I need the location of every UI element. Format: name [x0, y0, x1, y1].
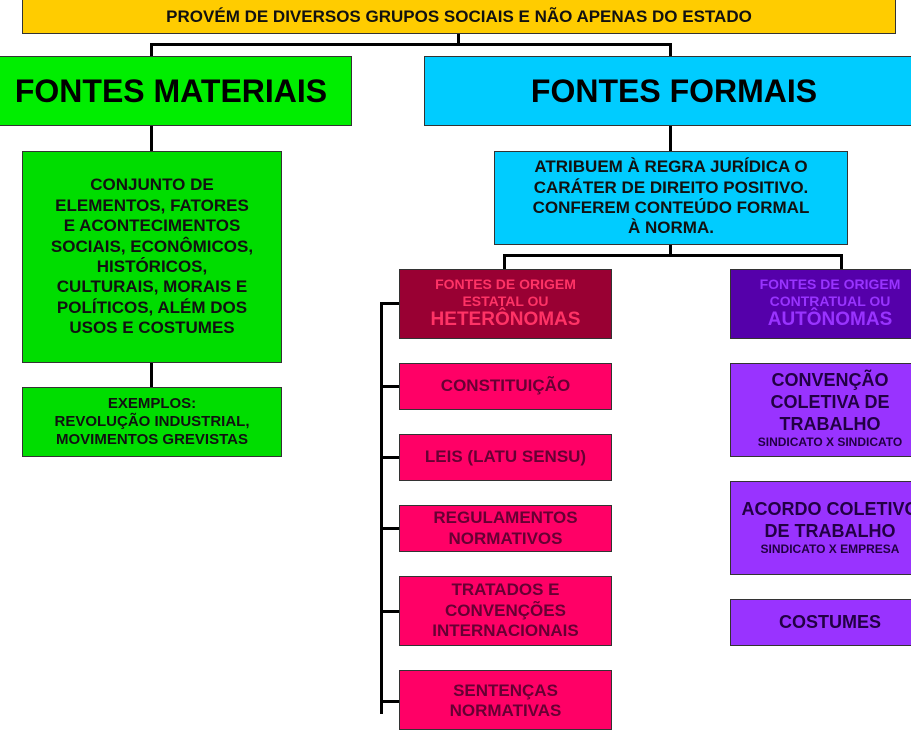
heteronomas-item-sentencas: SENTENÇAS NORMATIVAS [399, 670, 612, 730]
description-line: CONJUNTO DE [90, 175, 214, 195]
heteronomas-item-leis: LEIS (LATU SENSU) [399, 434, 612, 481]
item-line: CONVENÇÕES [445, 600, 566, 620]
heteronomas-title-line: ESTATAL OU [462, 292, 549, 309]
heteronomas-title-box: FONTES DE ORIGEM ESTATAL OU HETERÔNOMAS [399, 269, 612, 339]
connector [669, 245, 672, 255]
fontes-materiais-examples: EXEMPLOS: REVOLUÇÃO INDUSTRIAL, MOVIMENT… [22, 387, 282, 457]
item-line: ACORDO COLETIVO [741, 499, 911, 520]
item-sub: SINDICATO X SINDICATO [757, 435, 903, 450]
connector [150, 43, 672, 46]
connector [840, 254, 843, 270]
description-line: CULTURAIS, MORAIS E [56, 277, 248, 297]
fontes-materiais-title-box: FONTES MATERIAIS [0, 56, 352, 126]
item-line: CONSTITUIÇÃO [440, 376, 571, 396]
connector [503, 254, 843, 257]
connector [380, 456, 400, 459]
connector [503, 254, 506, 270]
fontes-formais-title: FONTES FORMAIS [530, 72, 818, 109]
item-line: CONVENÇÃO [771, 370, 889, 391]
fontes-materiais-title: FONTES MATERIAIS [14, 72, 328, 109]
item-line: REGULAMENTOS [433, 508, 578, 528]
description-line: CARÁTER DE DIREITO POSITIVO. [533, 177, 809, 197]
autonomas-title-line: CONTRATUAL OU [769, 292, 891, 309]
examples-line: MOVIMENTOS GREVISTAS [56, 431, 248, 448]
description-line: USOS E COSTUMES [69, 318, 235, 338]
connector [380, 302, 400, 305]
item-sub: SINDICATO X EMPRESA [760, 542, 900, 557]
connector [669, 43, 672, 57]
description-line: HISTÓRICOS, [96, 257, 208, 276]
item-line: SENTENÇAS [453, 681, 558, 700]
examples-line: REVOLUÇÃO INDUSTRIAL, [54, 413, 250, 430]
connector [380, 700, 400, 703]
item-line: INTERNACIONAIS [432, 621, 579, 641]
connector [380, 302, 383, 714]
heteronomas-title-line: FONTES DE ORIGEM [435, 275, 576, 292]
description-line: POLÍTICOS, ALÉM DOS [56, 297, 248, 317]
examples-line: EXEMPLOS: [107, 395, 197, 412]
connector [150, 43, 153, 57]
item-line: LEIS (LATU SENSU) [424, 447, 587, 467]
description-line: CONFEREM CONTEÚDO FORMAL [532, 198, 810, 217]
top-banner: PROVÉM DE DIVERSOS GRUPOS SOCIAIS E NÃO … [22, 0, 896, 34]
autonomas-title-line: AUTÔNOMAS [767, 309, 893, 331]
description-line: E ACONTECIMENTOS [63, 216, 241, 236]
heteronomas-item-regulamentos: REGULAMENTOS NORMATIVOS [399, 505, 612, 552]
description-line: À NORMA. [628, 218, 714, 238]
connector [150, 126, 153, 152]
item-line: DE TRABALHO [764, 520, 896, 541]
fontes-formais-description: ATRIBUEM À REGRA JURÍDICA O CARÁTER DE D… [494, 151, 848, 245]
connector [457, 34, 460, 44]
top-banner-text: PROVÉM DE DIVERSOS GRUPOS SOCIAIS E NÃO … [166, 6, 752, 26]
description-line: ELEMENTOS, FATORES [55, 195, 249, 215]
item-line: TRATADOS E [451, 580, 560, 600]
item-line: NORMATIVOS [448, 528, 563, 548]
heteronomas-item-constituicao: CONSTITUIÇÃO [399, 363, 612, 410]
item-line: NORMATIVAS [449, 701, 562, 721]
description-line: ATRIBUEM À REGRA JURÍDICA O [534, 157, 808, 177]
connector [380, 610, 400, 613]
autonomas-title-box: FONTES DE ORIGEM CONTRATUAL OU AUTÔNOMAS [730, 269, 911, 339]
autonomas-item-acordo: ACORDO COLETIVO DE TRABALHO SINDICATO X … [730, 481, 911, 575]
item-line: COSTUMES [778, 611, 881, 632]
heteronomas-item-tratados: TRATADOS E CONVENÇÕES INTERNACIONAIS [399, 576, 612, 646]
description-line: SOCIAIS, ECONÔMICOS, [50, 236, 254, 256]
fontes-formais-title-box: FONTES FORMAIS [424, 56, 911, 126]
item-line: COLETIVA DE [770, 392, 890, 412]
connector [380, 527, 400, 530]
connector [669, 126, 672, 152]
item-line: TRABALHO [779, 413, 881, 434]
heteronomas-title-line: HETERÔNOMAS [430, 309, 581, 331]
connector [150, 363, 153, 388]
connector [380, 385, 400, 388]
autonomas-title-line: FONTES DE ORIGEM [759, 275, 901, 292]
fontes-materiais-description: CONJUNTO DE ELEMENTOS, FATORES E ACONTEC… [22, 151, 282, 363]
autonomas-item-convencao: CONVENÇÃO COLETIVA DE TRABALHO SINDICATO… [730, 363, 911, 457]
autonomas-item-costumes: COSTUMES [730, 599, 911, 646]
